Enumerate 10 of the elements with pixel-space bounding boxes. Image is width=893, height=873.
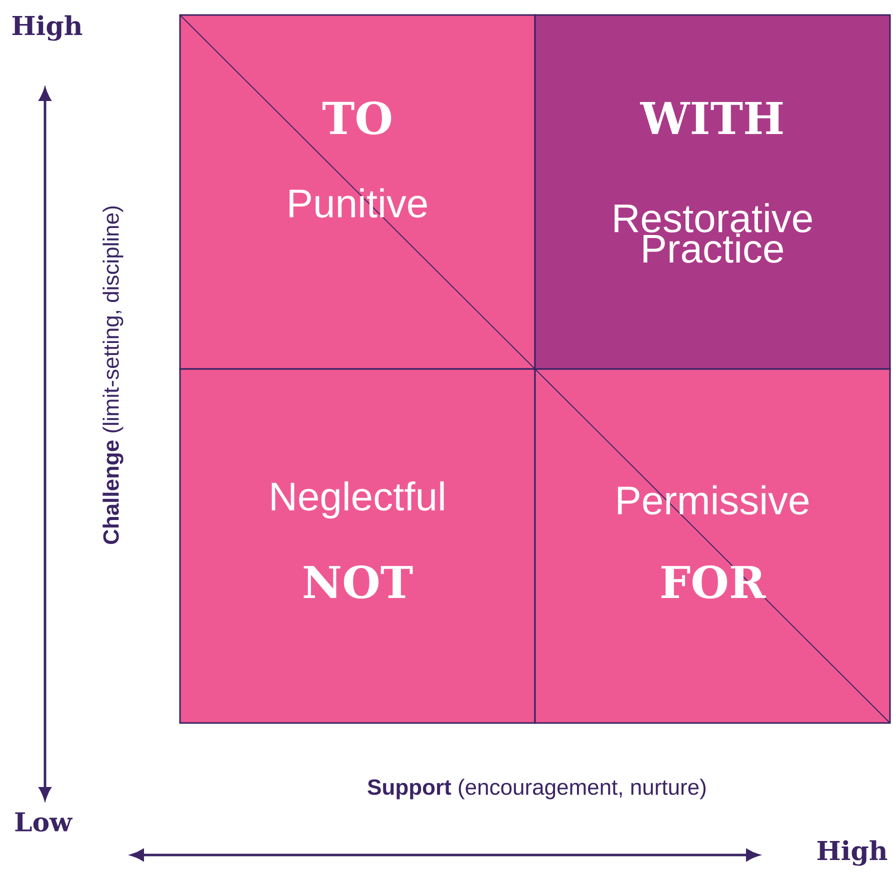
axis-title: Support (encouragement, nurture) bbox=[368, 778, 706, 800]
axis-title: Challenge (limit-setting, discipline) bbox=[102, 206, 124, 544]
quadrant-heading: WITH bbox=[640, 102, 783, 134]
quadrant-label: Restorative Practice bbox=[614, 203, 812, 263]
quadrant-heading: TO bbox=[322, 101, 392, 135]
axis-end-label: High bbox=[817, 840, 888, 866]
axis-end-label: High bbox=[12, 15, 82, 41]
quadrant-heading: NOT bbox=[304, 565, 413, 599]
axis-end-label: Low bbox=[15, 812, 73, 832]
quadrant-label: Neglectful bbox=[272, 481, 444, 519]
